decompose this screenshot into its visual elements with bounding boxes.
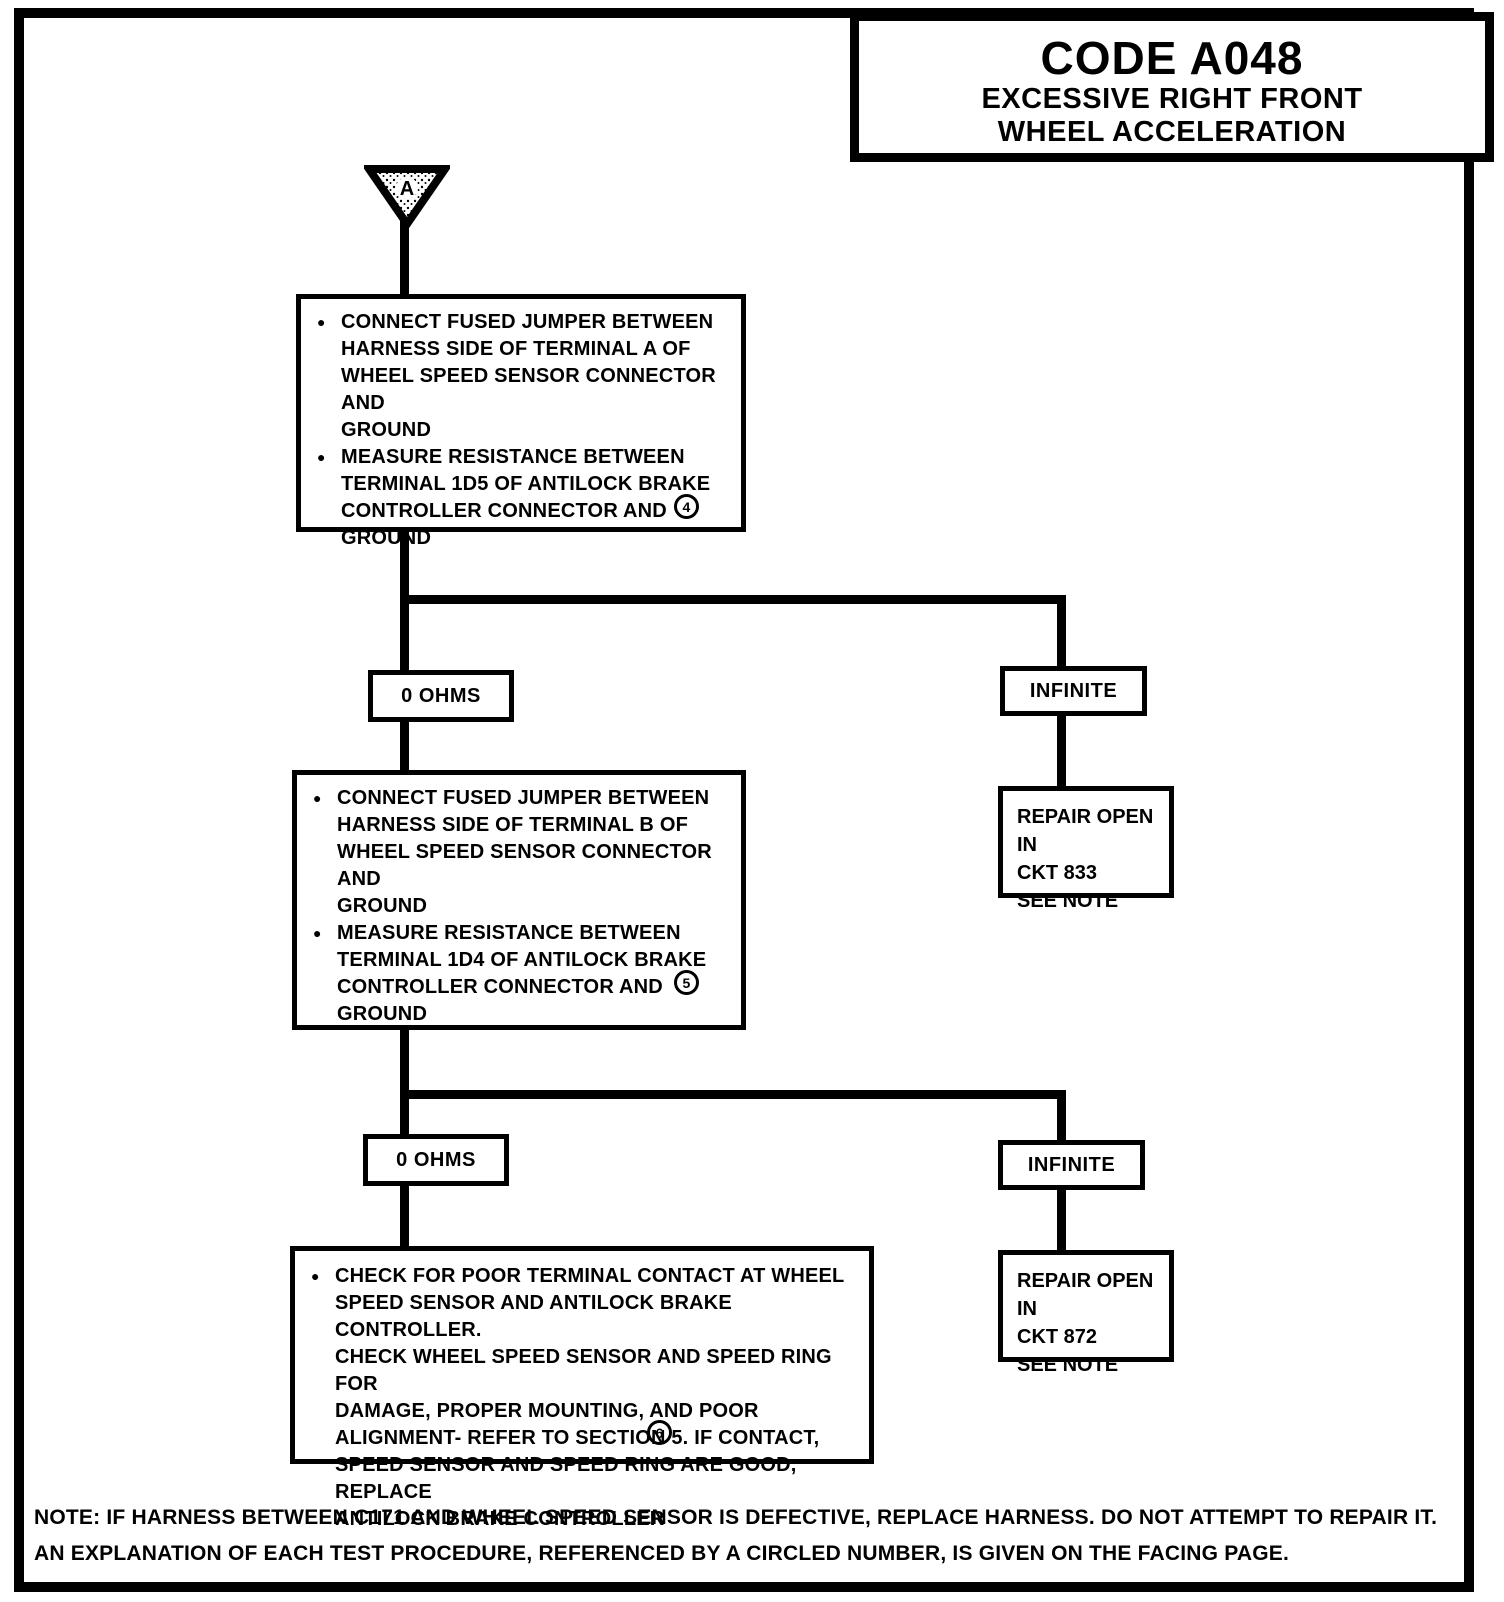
result-label: INFINITE: [1027, 1153, 1116, 1176]
result-0-ohms-2: 0 OHMS: [363, 1134, 509, 1186]
page-subtitle-line2: WHEEL ACCELERATION: [997, 116, 1347, 148]
branch2-horizontal-line: [400, 1090, 1066, 1099]
result-0-ohms-1: 0 OHMS: [368, 670, 514, 722]
line-0ohms2-to-step3: [400, 1182, 409, 1250]
instruction-item: MEASURE RESISTANCE BETWEEN TERMINAL 1D4 …: [313, 920, 729, 1028]
result-label: 0 OHMS: [401, 684, 481, 707]
ref-circle-6: 6: [647, 1420, 672, 1445]
connector-a-triangle: A: [361, 164, 453, 235]
result-label: INFINITE: [1029, 679, 1118, 702]
line-0ohms1-to-step2: [400, 718, 409, 774]
page-subtitle-line1: EXCESSIVE RIGHT FRONT: [981, 83, 1363, 115]
line-branch2-to-infinite2: [1057, 1090, 1066, 1144]
branch1-horizontal-line: [400, 595, 1066, 604]
title-box: CODE A048 EXCESSIVE RIGHT FRONT WHEEL AC…: [850, 12, 1494, 162]
ref-number: 6: [655, 1424, 664, 1441]
step3-box: CHECK FOR POOR TERMINAL CONTACT AT WHEEL…: [290, 1246, 874, 1530]
page-title: CODE A048: [1040, 32, 1304, 84]
line-step2-to-0ohms2: [400, 1028, 409, 1138]
footer-note-line1: NOTE: IF HARNESS BETWEEN C171 AND WHEEL …: [34, 1506, 1438, 1529]
ref-circle-5: 5: [674, 970, 699, 995]
instruction-item: CONNECT FUSED JUMPER BETWEEN HARNESS SID…: [313, 785, 729, 920]
step1-box: CONNECT FUSED JUMPER BETWEEN HARNESS SID…: [296, 294, 746, 549]
ref-circle-4: 4: [674, 494, 699, 519]
repair-ckt833-box: REPAIR OPEN IN CKT 833 SEE NOTE: [998, 786, 1174, 912]
step2-box: CONNECT FUSED JUMPER BETWEEN HARNESS SID…: [292, 770, 746, 1030]
line-infinite1-to-repair1: [1057, 712, 1066, 790]
ref-number: 5: [682, 974, 691, 991]
triangle-icon: A: [361, 165, 453, 232]
page-border: [14, 8, 1474, 1592]
result-infinite-2: INFINITE: [998, 1140, 1145, 1190]
ref-number: 4: [682, 498, 691, 515]
footer-note-line2: AN EXPLANATION OF EACH TEST PROCEDURE, R…: [34, 1542, 1290, 1565]
result-infinite-1: INFINITE: [1000, 666, 1147, 716]
connector-a-label: A: [400, 178, 414, 200]
result-label: 0 OHMS: [396, 1148, 476, 1171]
footer-note: NOTE: IF HARNESS BETWEEN C171 AND WHEEL …: [34, 1500, 1454, 1572]
line-branch1-to-infinite1: [1057, 595, 1066, 670]
instruction-item: MEASURE RESISTANCE BETWEEN TERMINAL 1D5 …: [317, 444, 729, 552]
repair-ckt872-box: REPAIR OPEN IN CKT 872 SEE NOTE: [998, 1250, 1174, 1376]
instruction-item: CONNECT FUSED JUMPER BETWEEN HARNESS SID…: [317, 309, 729, 444]
line-triangle-to-step1: [400, 220, 409, 298]
line-infinite2-to-repair2: [1057, 1186, 1066, 1254]
instruction-item: CHECK FOR POOR TERMINAL CONTACT AT WHEEL…: [311, 1263, 857, 1533]
